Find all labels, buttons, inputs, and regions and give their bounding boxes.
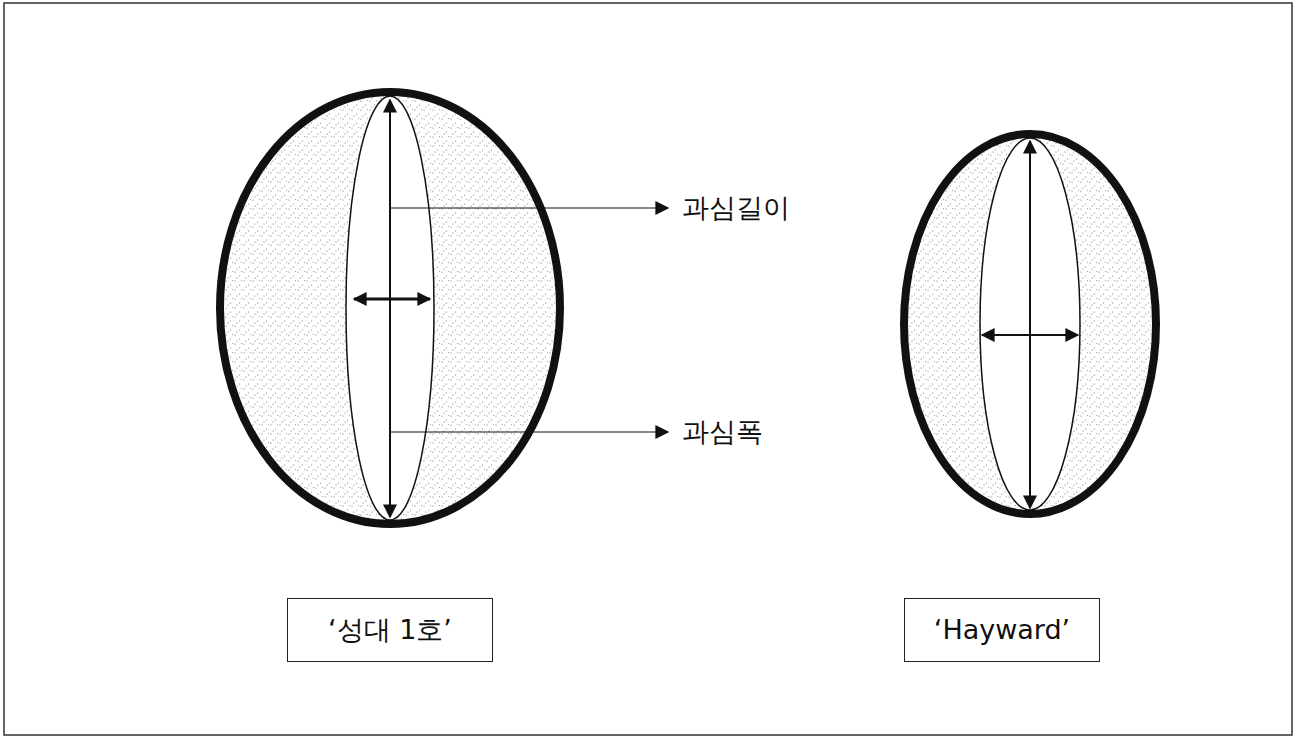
core-length-arrow — [1029, 141, 1031, 508]
fruit-outline — [220, 92, 560, 524]
fruit-outline — [904, 134, 1156, 514]
leader-line — [390, 432, 668, 433]
fruit-core — [346, 96, 434, 520]
measurement-label: 과심폭 — [680, 416, 765, 448]
cultivar-box: ‘Hayward’ — [904, 598, 1100, 662]
core-length-arrow — [389, 100, 391, 517]
outer-frame — [4, 3, 1292, 735]
core-width-arrow — [354, 298, 430, 301]
fruit-core — [980, 138, 1080, 510]
cultivar-name: ‘Hayward’ — [934, 614, 1070, 646]
cultivar-box: ‘성대 1호’ — [287, 598, 493, 662]
core-width-arrow — [982, 334, 1078, 336]
measurement-label: 과심길이 — [680, 192, 792, 224]
leader-line — [390, 208, 668, 209]
cultivar-name: ‘성대 1호’ — [328, 614, 452, 646]
